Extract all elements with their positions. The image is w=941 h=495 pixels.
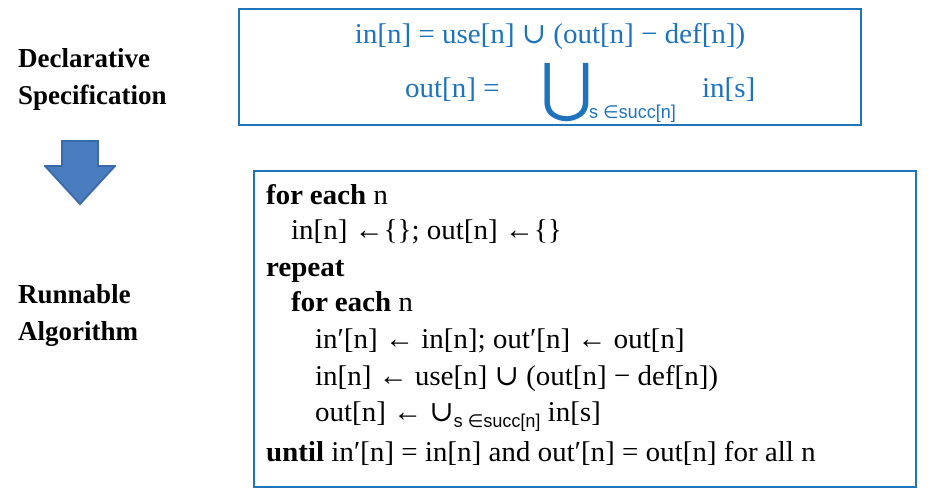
runnable-algorithm-label: Runnable Algorithm <box>18 276 138 350</box>
keyword-repeat: repeat <box>266 251 345 283</box>
runnable-label-line1: Runnable <box>18 279 131 309</box>
algorithm-box: for each n in[n] ←{}; out[n] ←{} repeat … <box>253 170 917 488</box>
big-union-symbol: ⋃ <box>540 51 593 125</box>
algo-line-4: for each n <box>291 285 413 319</box>
algo-line-6: in[n] ← use[n] ∪ (out[n] − def[n]) <box>315 360 719 392</box>
in-equation: in[n] = use[n] ∪ (out[n] − def[n]) <box>354 18 746 50</box>
out-equation-lhs: out[n] = <box>405 72 500 104</box>
out-equation-rhs: in[s] <box>702 72 756 104</box>
algo-line-7-pre: out[n] ← ∪ <box>315 396 454 428</box>
declarative-label-line2: Specification <box>18 80 167 110</box>
keyword-until: until <box>266 436 325 468</box>
algo-line-7: out[n] ← ∪s ∈succ[n] in[s] <box>315 395 601 438</box>
algo-line-7-subscript: s ∈succ[n] <box>453 411 541 431</box>
declarative-label-line1: Declarative <box>18 43 150 73</box>
algo-line-4-text: n <box>391 286 413 318</box>
down-arrow-icon <box>44 140 116 206</box>
algo-line-2: in[n] ←{}; out[n] ←{} <box>291 214 562 246</box>
algo-line-1: for each n <box>266 178 388 212</box>
algo-line-8: until in′[n] = in[n] and out′[n] = out[n… <box>266 435 816 469</box>
algo-line-3: repeat <box>266 250 344 284</box>
keyword-for-each: for each <box>266 179 367 211</box>
algo-line-8-text: in′[n] = in[n] and out′[n] = out[n] for … <box>324 436 816 468</box>
union-subscript: s ∈succ[n] <box>589 102 676 122</box>
keyword-for-each-inner: for each <box>291 286 392 318</box>
algo-line-7-post: in[s] <box>540 396 601 428</box>
algo-line-1-text: n <box>366 179 388 211</box>
declarative-specification-label: Declarative Specification <box>18 40 167 114</box>
specification-box: in[n] = use[n] ∪ (out[n] − def[n]) out[n… <box>238 8 862 126</box>
algo-line-5: in′[n] ← in[n]; out′[n] ← out[n] <box>315 323 685 355</box>
runnable-label-line2: Algorithm <box>18 316 138 346</box>
